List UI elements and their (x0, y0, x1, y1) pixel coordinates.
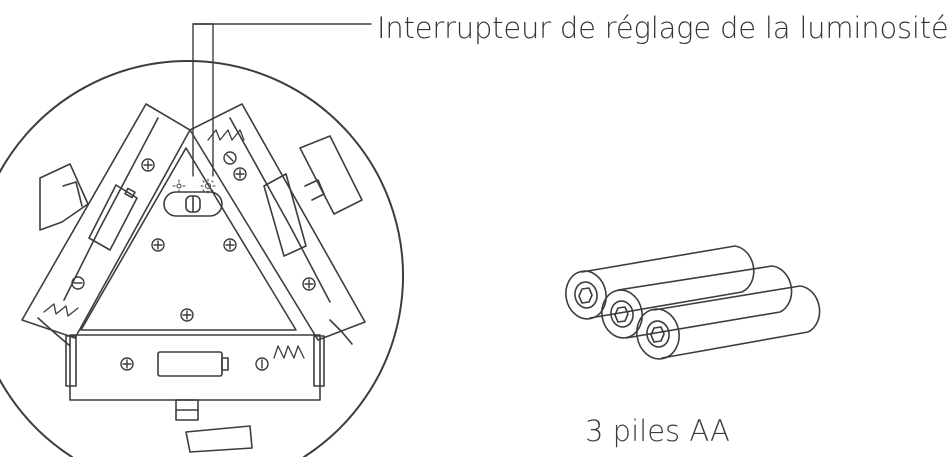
screw-4 (180, 308, 194, 322)
aa-batteries (565, 245, 821, 360)
screw-7 (302, 277, 316, 291)
battery-2 (601, 265, 793, 339)
terminal-clips (37, 317, 353, 387)
screw-3 (223, 238, 237, 252)
battery-1 (565, 245, 755, 320)
callout-leader-line (192, 23, 372, 177)
screw-2 (151, 238, 165, 252)
screw-5 (120, 357, 134, 371)
brightness-switch-label: Interrupteur de réglage de la luminosité (377, 11, 949, 45)
screws (120, 158, 316, 371)
brightness-switch-icon (163, 178, 223, 217)
polarity-marks (71, 151, 269, 371)
batteries-caption: 3 piles AA (585, 414, 730, 448)
inner-triangle-plate (80, 147, 297, 331)
rim-notches (39, 135, 363, 453)
battery-3 (636, 285, 821, 360)
screw-6 (233, 167, 247, 181)
device-outer-circle (0, 60, 404, 457)
battery-springs (43, 129, 305, 359)
battery-slot-outlines (88, 173, 307, 377)
screw-1 (141, 158, 155, 172)
